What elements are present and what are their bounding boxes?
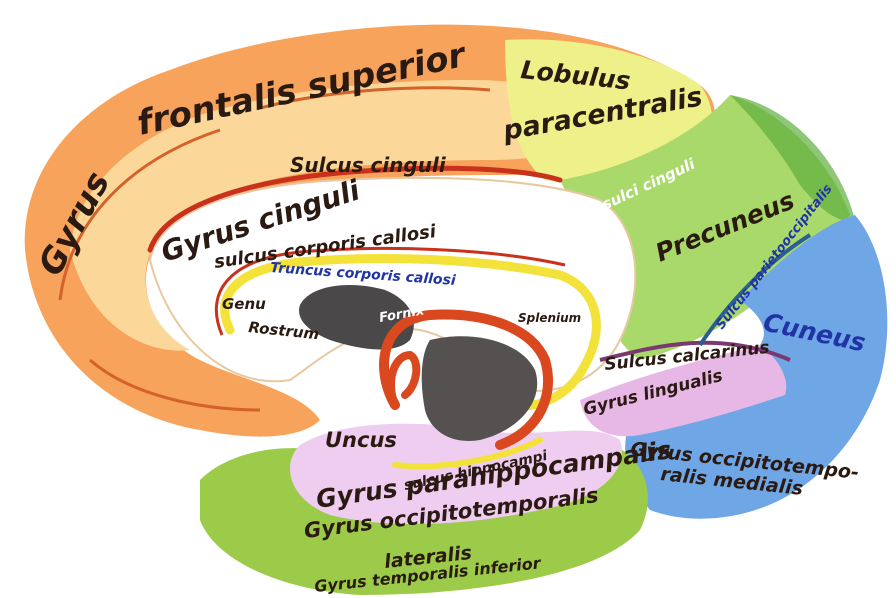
label-sulcus-calcarinus: Sulcus calcarinus bbox=[603, 338, 770, 375]
label-fornix: Fornix bbox=[378, 303, 426, 326]
label-frontalis-superior: frontalis superior bbox=[134, 35, 471, 144]
label-truncus-corporis-callosi: Truncus corporis callosi bbox=[270, 260, 457, 289]
label-sulcus-cinguli-top: Sulcus cinguli bbox=[290, 153, 447, 177]
label-lobulus: Lobulus bbox=[519, 55, 631, 95]
label-sulci-cinguli: sulci cinguli bbox=[599, 155, 698, 214]
label-splenium: Splenium bbox=[518, 311, 581, 325]
label-cuneus: Cuneus bbox=[761, 308, 868, 358]
label-gyrus: Gyrus bbox=[31, 165, 119, 282]
label-uncus: Uncus bbox=[325, 428, 397, 452]
label-genu: Genu bbox=[222, 295, 266, 313]
label-gyrus-lingualis: Gyrus lingualis bbox=[581, 366, 724, 420]
label-rostrum: Rostrum bbox=[248, 318, 320, 343]
